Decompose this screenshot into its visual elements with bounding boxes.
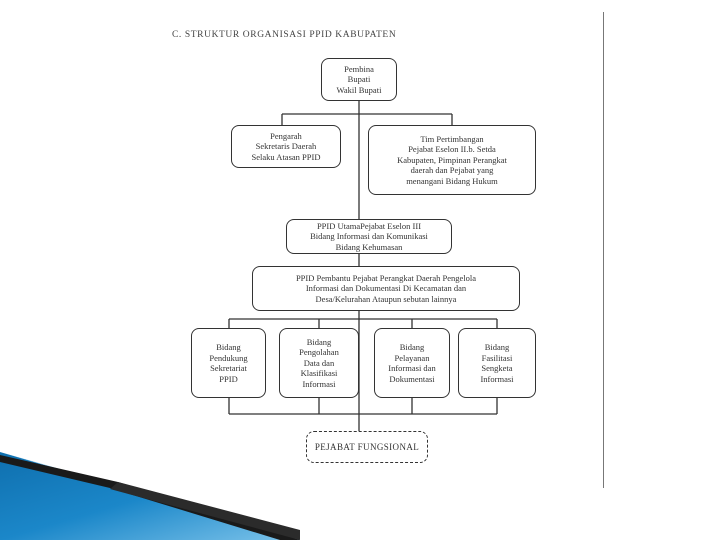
node-pengarah: Pengarah Sekretaris Daerah Selaku Atasan… (231, 125, 341, 168)
node-ppid-utama: PPID UtamaPejabat Eselon III Bidang Info… (286, 219, 452, 254)
node-ppid-pembantu: PPID Pembantu Pejabat Perangkat Daerah P… (252, 266, 520, 311)
node-pengarah-label: Pengarah Sekretaris Daerah Selaku Atasan… (251, 130, 321, 162)
node-bidang-fasilitasi-label: Bidang Fasilitasi Sengketa Informasi (480, 342, 514, 384)
node-bidang-pelayanan-label: Bidang Pelayanan Informasi dan Dokumenta… (388, 342, 436, 384)
vertical-divider (603, 12, 604, 488)
node-tim-pertimbangan-label: Tim Pertimbangan Pejabat Eselon II.b. Se… (397, 133, 507, 186)
node-pembina: Pembina Bupati Wakil Bupati (321, 58, 397, 101)
node-ppid-utama-label: PPID UtamaPejabat Eselon III Bidang Info… (310, 220, 428, 252)
node-tim-pertimbangan: Tim Pertimbangan Pejabat Eselon II.b. Se… (368, 125, 536, 195)
node-bidang-pendukung: Bidang Pendukung Sekretariat PPID (191, 328, 266, 398)
node-ppid-pembantu-label: PPID Pembantu Pejabat Perangkat Daerah P… (295, 272, 477, 304)
node-pejabat-fungsional: PEJABAT FUNGSIONAL (306, 431, 428, 463)
page-title: C. STRUKTUR ORGANISASI PPID KABUPATEN (172, 30, 397, 40)
node-pembina-label: Pembina Bupati Wakil Bupati (336, 63, 382, 95)
node-bidang-pelayanan: Bidang Pelayanan Informasi dan Dokumenta… (374, 328, 450, 398)
node-bidang-pendukung-label: Bidang Pendukung Sekretariat PPID (209, 342, 248, 384)
node-pejabat-fungsional-label: PEJABAT FUNGSIONAL (314, 441, 420, 452)
node-bidang-pengolahan: Bidang Pengolahan Data dan Klasifikasi I… (279, 328, 359, 398)
node-bidang-fasilitasi: Bidang Fasilitasi Sengketa Informasi (458, 328, 536, 398)
node-bidang-pengolahan-label: Bidang Pengolahan Data dan Klasifikasi I… (299, 336, 339, 389)
